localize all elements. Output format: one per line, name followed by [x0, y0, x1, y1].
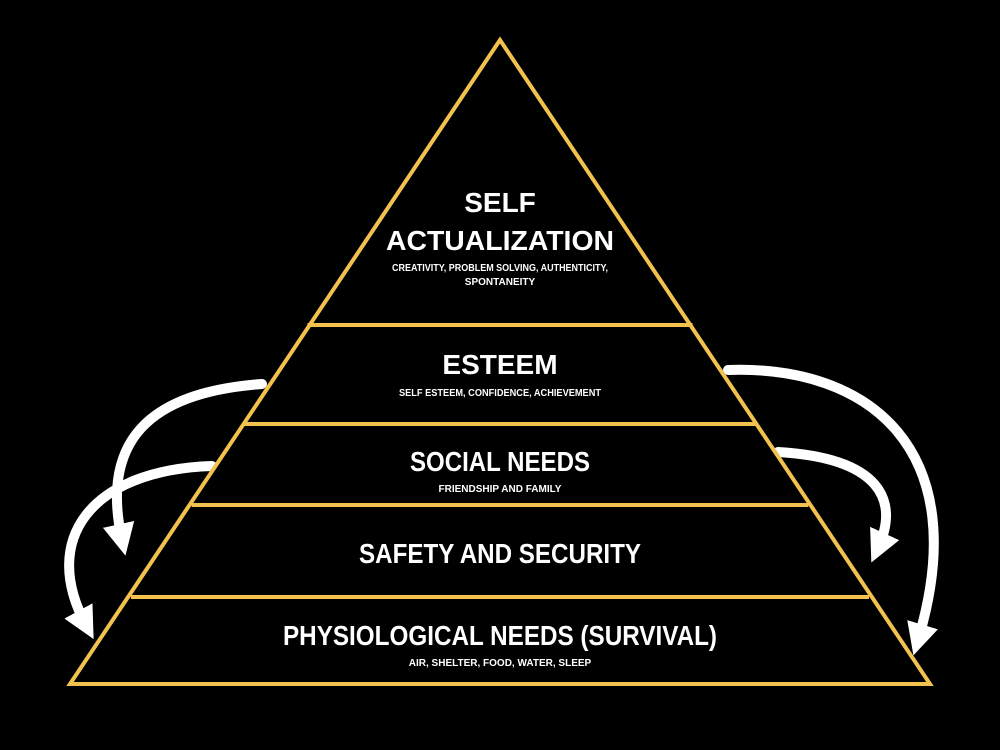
pyramid	[66, 36, 934, 686]
level-title: SOCIAL NEEDS	[410, 446, 590, 477]
arrows-layer	[64, 364, 939, 656]
level-subtitle: AIR, SHELTER, FOOD, WATER, SLEEP	[409, 658, 592, 669]
level-title-line: ACTUALIZATION	[386, 225, 614, 256]
level-title: ESTEEM	[442, 349, 557, 380]
left-inner-arrow	[64, 461, 217, 640]
level-title: PHYSIOLOGICAL NEEDS (SURVIVAL)	[283, 620, 717, 651]
level-title: SAFETY AND SECURITY	[359, 538, 641, 569]
right-outer-arrow	[723, 364, 939, 656]
pyramid-outline	[66, 36, 934, 686]
level-title-line: SELF	[464, 187, 536, 218]
left-outer-arrow	[102, 379, 267, 556]
level-physiological-needs: PHYSIOLOGICAL NEEDS (SURVIVAL) AIR, SHEL…	[283, 620, 717, 669]
level-subtitle-line: SPONTANEITY	[465, 277, 536, 288]
level-subtitle-line: CREATIVITY, PROBLEM SOLVING, AUTHENTICIT…	[392, 263, 608, 274]
level-safety-and-security: SAFETY AND SECURITY	[359, 538, 641, 569]
level-subtitle: FRIENDSHIP AND FAMILY	[439, 484, 562, 495]
level-subtitle: SELF ESTEEM, CONFIDENCE, ACHIEVEMENT	[399, 388, 601, 399]
level-self-actualization: SELF ACTUALIZATION CREATIVITY, PROBLEM S…	[386, 187, 614, 288]
level-esteem: ESTEEM SELF ESTEEM, CONFIDENCE, ACHIEVEM…	[399, 349, 601, 399]
level-social-needs: SOCIAL NEEDS FRIENDSHIP AND FAMILY	[410, 446, 590, 495]
right-inner-arrow	[773, 447, 900, 563]
